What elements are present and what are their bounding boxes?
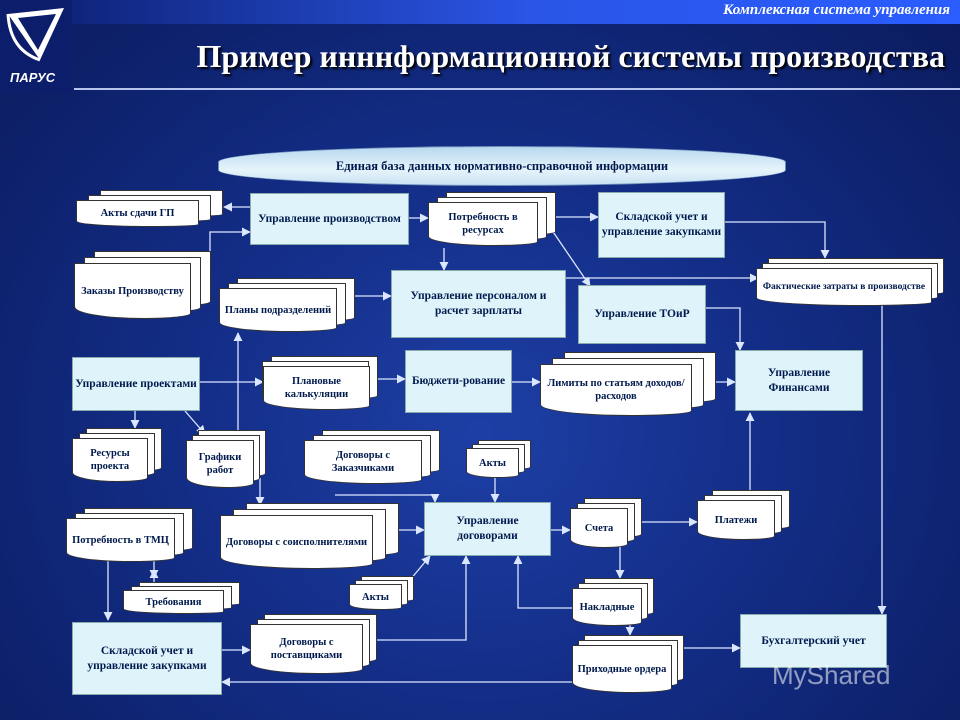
parus-logo: ПАРУС xyxy=(0,0,72,92)
doc-scheta: Счета xyxy=(570,508,628,548)
doc-dogovory-s-postavshikami: Договоры с поставщиками xyxy=(250,624,363,674)
arrow-toir-to-fin xyxy=(706,307,745,351)
process-budgetirovanie: Бюджети-рование xyxy=(405,350,512,413)
doc-resursy-proekta: Ресурсы проекта xyxy=(72,438,148,482)
doc-zakazy-proizvodstvu: Заказы Производству xyxy=(74,263,191,319)
watermark-logo: MyShared xyxy=(772,660,891,690)
doc-dogovory-s-zakazchikami: Договоры с Заказчиками xyxy=(304,440,422,484)
logo-text: ПАРУС xyxy=(10,70,56,85)
reference-database: Единая база данных нормативно-справочной… xyxy=(218,146,786,186)
process-upravlenie-proizvodstvom: Управление производством xyxy=(250,193,409,245)
process-upravlenie-finansami: Управление Финансами xyxy=(735,350,863,411)
doc-plany-podrazdeleniy: Планы подразделений xyxy=(219,288,337,332)
process-skladskoy-uchet-top: Складской учет и управление закупками xyxy=(598,192,725,258)
doc-akty-bottom: Акты xyxy=(349,584,402,610)
doc-akty-sdachi-gp: Акты сдачи ГП xyxy=(76,200,199,227)
process-buhgalterskiy-uchet: Бухгалтерский учет xyxy=(740,614,887,668)
doc-planovye-kalkulyacii: Плановые калькуляции xyxy=(263,366,370,410)
process-upravlenie-dogovorami: Управление договорами xyxy=(424,502,551,556)
title-divider xyxy=(74,88,960,90)
process-skladskoy-uchet-bottom: Складской учет и управление закупками xyxy=(72,622,222,695)
arrow-nakladnye-to-dogovory xyxy=(513,555,572,609)
process-upravlenie-personalom: Управление персоналом и расчет зарплаты xyxy=(391,270,566,338)
process-upravlenie-proektami: Управление проектами xyxy=(72,357,200,411)
doc-prihodnye-ordera: Приходные ордера xyxy=(572,645,672,693)
arrow-zakazy-to-prod xyxy=(209,227,251,270)
doc-nakladnye: Накладные xyxy=(572,588,642,626)
top-banner: Комплексная система управления xyxy=(0,0,960,24)
doc-platezhi: Платежи xyxy=(697,500,775,540)
arrow-postavshiki-to-dogovory xyxy=(374,555,471,641)
arrow-zakazchiki-to-dogovory xyxy=(335,493,440,503)
header-subtitle: Комплексная система управления xyxy=(723,2,950,18)
doc-limity: Лимиты по статьям доходов/ расходов xyxy=(540,364,692,416)
doc-akty-top: Акты xyxy=(466,448,519,478)
doc-fakticheskie-zatraty: Фактические затраты в производстве xyxy=(756,268,932,306)
doc-potrebnost-v-resursah: Потребность в ресурсах xyxy=(428,202,538,246)
doc-potrebnost-v-tmc: Потребность в ТМЦ xyxy=(66,518,175,562)
page-title: Пример инннформационной системы производ… xyxy=(196,38,946,74)
arrow-sklad-to-fakt xyxy=(725,221,830,259)
process-upravlenie-toir: Управление ТОиР xyxy=(578,285,706,344)
doc-trebovaniya: Требования xyxy=(123,590,224,614)
doc-dogovory-s-soispolnitelyami: Договоры с соисполнителями xyxy=(220,515,373,569)
doc-grafiki-rabot: Графики работ xyxy=(186,440,254,488)
